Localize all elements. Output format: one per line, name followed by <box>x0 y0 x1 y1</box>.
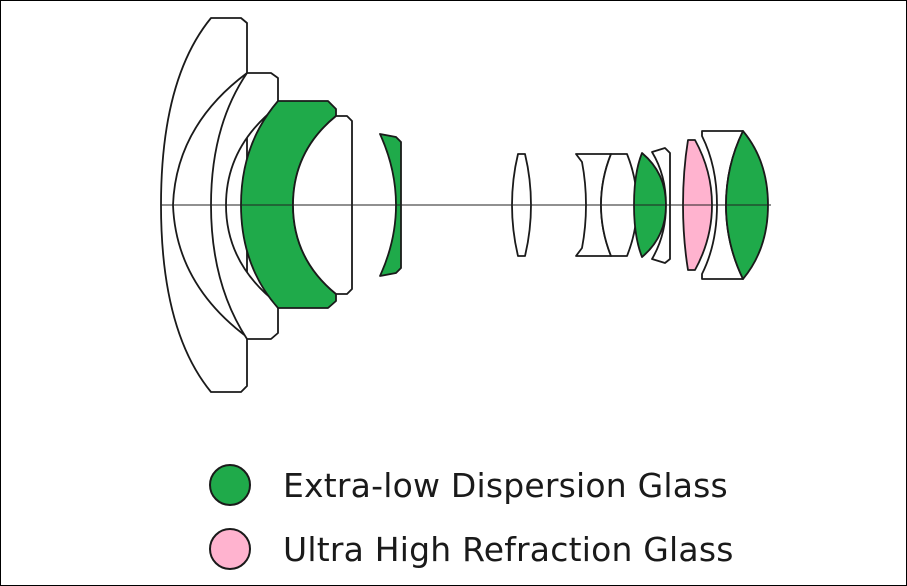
lens-element-2 <box>210 72 279 340</box>
legend-item-uhr-glass: Ultra High Refraction Glass <box>209 517 734 581</box>
lens-element-5 <box>379 133 402 277</box>
legend: Extra-low Dispersion Glass Ultra High Re… <box>209 453 734 581</box>
lens-construction-diagram <box>160 17 771 393</box>
legend-item-ed-glass: Extra-low Dispersion Glass <box>209 453 734 517</box>
ed-glass-label: Extra-low Dispersion Glass <box>283 465 728 505</box>
uhr-glass-swatch <box>209 528 251 570</box>
lens-element-10 <box>651 147 671 264</box>
uhr-glass-label: Ultra High Refraction Glass <box>283 529 734 569</box>
ed-glass-swatch <box>209 464 251 506</box>
